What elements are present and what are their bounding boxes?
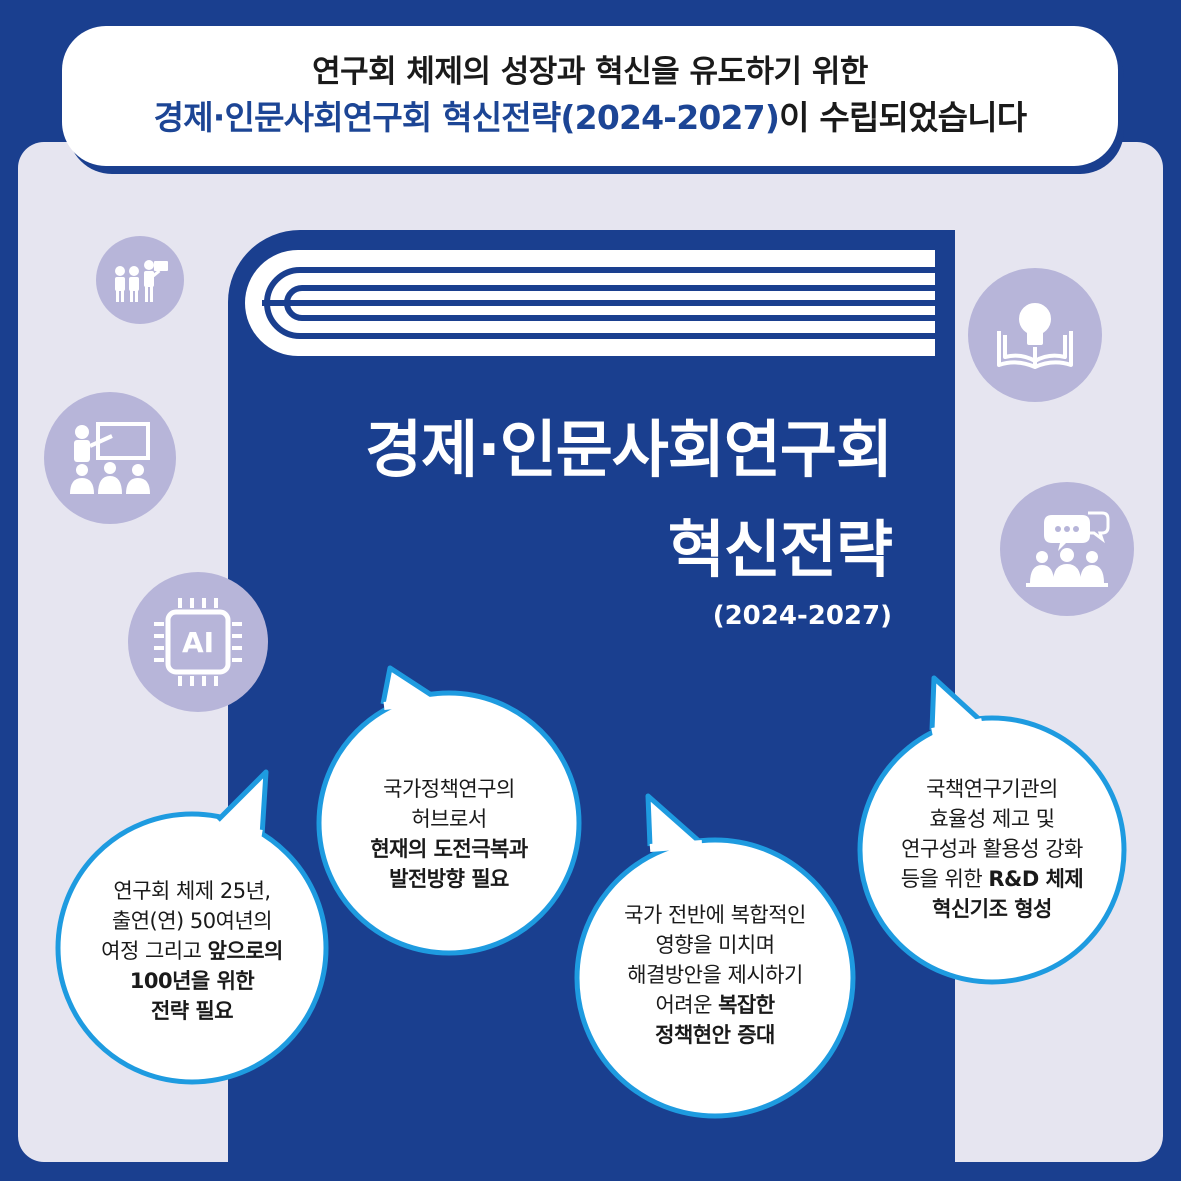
- bubble-3-line-3: 해결방안을 제시하기: [627, 963, 803, 987]
- bubble-1-line-2: 출연(연) 50여년의: [111, 909, 273, 933]
- bubble-4-line-1: 국책연구기관의: [926, 777, 1058, 801]
- bubble-1-text: 연구회 체제 25년, 출연(연) 50여년의 여정 그리고 앞으로의 100년…: [62, 876, 322, 1026]
- ai-chip-label: AI: [181, 625, 215, 659]
- bubble-4-text: 국책연구기관의 효율성 제고 및 연구성과 활용성 강화 등을 위한 R&D 체…: [862, 774, 1122, 924]
- bubble-3-line-5: 정책현안 증대: [580, 1020, 850, 1050]
- classroom-lecture-icon: [44, 392, 176, 524]
- speech-bubble-4: [857, 675, 1127, 985]
- bubble-3-line-1: 국가 전반에 복합적인: [624, 903, 806, 927]
- bubble-3-line-5-bold: 정책현안 증대: [655, 1023, 775, 1047]
- bubble-4-line-5-bold: 혁신기조 형성: [932, 897, 1052, 921]
- bubble-3-line-4-normal: 어려운: [655, 993, 719, 1017]
- speech-bubble-1: [55, 769, 329, 1085]
- header-line-2-rest: 이 수립되었습니다: [779, 98, 1027, 137]
- speech-bubble-2: [316, 665, 582, 956]
- bubble-3-line-4: 어려운 복잡한: [580, 990, 850, 1020]
- discussion-group-icon: [1000, 482, 1134, 616]
- bubble-4-line-3: 연구성과 활용성 강화: [901, 837, 1083, 861]
- bubble-4-line-4-normal: 등을 위한: [900, 867, 989, 891]
- page-lines: [262, 267, 935, 339]
- bubble-4-line-4-bold: R&D 체제: [988, 867, 1084, 891]
- book-title-line-1: 경제·인문사회연구회: [365, 413, 893, 486]
- bubble-2-line-3: 현재의 도전극복과: [320, 834, 578, 864]
- bubble-3-line-4-bold: 복잡한: [718, 993, 775, 1017]
- bubble-1-line-4: 100년을 위한: [62, 966, 322, 996]
- bubble-2-line-4-bold: 발전방향 필요: [389, 867, 509, 891]
- bubble-3-text: 국가 전반에 복합적인 영향을 미치며 해결방안을 제시하기 어려운 복잡한 정…: [580, 900, 850, 1050]
- bubble-2-text: 국가정책연구의 허브로서 현재의 도전극복과 발전방향 필요: [320, 774, 578, 894]
- team-presentation-icon: [96, 236, 184, 324]
- bubble-1-line-4-bold: 100년을 위한: [129, 969, 255, 993]
- bubble-1-line-3-bold: 앞으로의: [207, 939, 284, 963]
- bubble-4-line-4: 등을 위한 R&D 체제: [862, 864, 1122, 894]
- bubble-1-line-5-bold: 전략 필요: [150, 999, 234, 1023]
- bubble-1-line-3: 여정 그리고 앞으로의: [62, 936, 322, 966]
- bubble-3-line-2: 영향을 미치며: [655, 933, 775, 957]
- speech-bubble-3: [574, 793, 856, 1119]
- header-highlight: 경제·인문사회연구회 혁신전략(2024-2027): [153, 98, 780, 137]
- book-title-line-2: 혁신전략: [667, 513, 893, 586]
- bubble-1-line-1: 연구회 체제 25년,: [113, 879, 271, 903]
- bubble-2-line-4: 발전방향 필요: [320, 864, 578, 894]
- header-banner: 연구회 체제의 성장과 혁신을 유도하기 위한 경제·인문사회연구회 혁신전략(…: [62, 26, 1118, 166]
- header-line-1: 연구회 체제의 성장과 혁신을 유도하기 위한: [312, 54, 868, 90]
- bubble-4-line-2: 효율성 제고 및: [929, 807, 1055, 831]
- bubble-1-line-3-normal: 여정 그리고: [101, 939, 208, 963]
- bubble-2-line-3-bold: 현재의 도전극복과: [370, 837, 528, 861]
- book-period: (2024-2027): [712, 601, 892, 631]
- bubble-4-line-5: 혁신기조 형성: [862, 894, 1122, 924]
- bubble-2-line-2: 허브로서: [411, 807, 487, 831]
- bubble-1-line-5: 전략 필요: [62, 996, 322, 1026]
- lightbulb-book-icon: [968, 268, 1102, 402]
- header-line-2: 경제·인문사회연구회 혁신전략(2024-2027)이 수립되었습니다: [154, 94, 1027, 142]
- bubble-2-line-1: 국가정책연구의: [383, 777, 515, 801]
- ai-chip-icon: AI: [128, 572, 268, 712]
